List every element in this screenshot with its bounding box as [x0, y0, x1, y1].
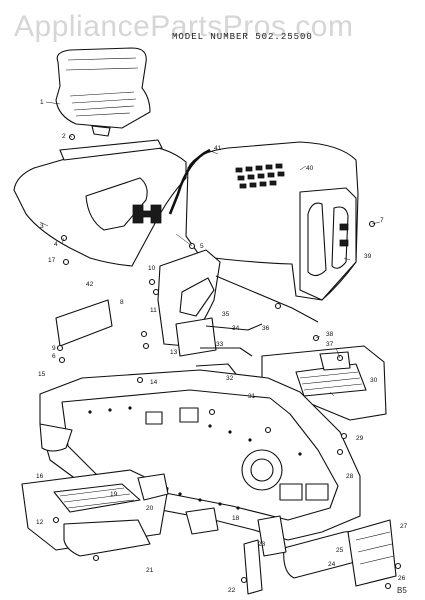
- callout-1: 1: [40, 99, 44, 106]
- frame-rear-lip: [39, 423, 73, 452]
- callout-18: 18: [232, 515, 240, 522]
- linkage-rods: [195, 275, 319, 375]
- callout-15: 15: [38, 371, 46, 378]
- callout-9: 9: [52, 345, 56, 352]
- model-number-header: MODEL NUMBER 502.25500: [172, 32, 313, 42]
- callout-37: 37: [326, 341, 334, 348]
- page-number: B5: [397, 586, 407, 595]
- callout-10: 10: [148, 265, 156, 272]
- callout-34: 34: [232, 325, 240, 332]
- callout-16: 16: [36, 473, 44, 480]
- rear-fender: [13, 139, 187, 267]
- callout-36: 36: [262, 325, 270, 332]
- bracket-23: [257, 515, 287, 557]
- callout-41: 41: [214, 145, 222, 152]
- callout-5: 5: [200, 243, 204, 250]
- callout-labels: 1 2 3 4 5 6 7 8 9 10 11 12 13 14 15 16 1…: [36, 99, 408, 594]
- bracket-22: [243, 539, 263, 595]
- callout-38: 38: [326, 331, 334, 338]
- callout-8: 8: [120, 299, 124, 306]
- callout-35: 35: [222, 311, 230, 318]
- seat: [55, 47, 151, 137]
- bracket-19: [319, 351, 351, 371]
- callout-22: 22: [228, 587, 236, 594]
- hardware-bolts: [52, 133, 402, 590]
- leader-lines: [39, 101, 381, 397]
- callout-24: 24: [328, 561, 336, 568]
- callout-4: 4: [54, 241, 58, 248]
- hood-grille: [235, 163, 285, 189]
- frame-holes: [88, 406, 302, 510]
- bracket-27: [347, 519, 397, 587]
- callout-28: 28: [346, 473, 354, 480]
- dash-panel: [157, 249, 221, 357]
- callout-3: 3: [40, 223, 44, 230]
- callout-21: 21: [146, 567, 154, 574]
- callout-42: 42: [86, 281, 94, 288]
- callout-13: 13: [170, 349, 178, 356]
- watermark-text: AppliancePartsPros.com: [14, 10, 354, 43]
- callout-30: 30: [370, 377, 378, 384]
- callout-31: 31: [248, 393, 256, 400]
- callout-7: 7: [380, 217, 384, 224]
- bracket-20: [137, 473, 169, 501]
- callout-11: 11: [150, 307, 157, 314]
- callout-12: 12: [36, 519, 44, 526]
- callout-26: 26: [398, 575, 406, 582]
- callout-2: 2: [62, 133, 66, 140]
- callout-23: 23: [258, 541, 266, 548]
- lower-bracket: [63, 519, 151, 557]
- callout-40: 40: [306, 165, 314, 172]
- callout-25: 25: [336, 547, 344, 554]
- callout-17: 17: [48, 257, 56, 264]
- callout-20: 20: [146, 505, 154, 512]
- callout-39: 39: [364, 253, 372, 260]
- callout-19: 19: [110, 491, 118, 498]
- callout-33: 33: [216, 341, 224, 348]
- callout-32: 32: [226, 375, 234, 382]
- bracket-18: [185, 507, 219, 535]
- hood: [185, 141, 359, 301]
- callout-27: 27: [400, 523, 408, 530]
- hood-support-rod: [168, 148, 211, 215]
- callout-6: 6: [52, 353, 56, 360]
- callout-14: 14: [150, 379, 158, 386]
- side-bracket: [55, 299, 113, 347]
- callout-29: 29: [356, 435, 364, 442]
